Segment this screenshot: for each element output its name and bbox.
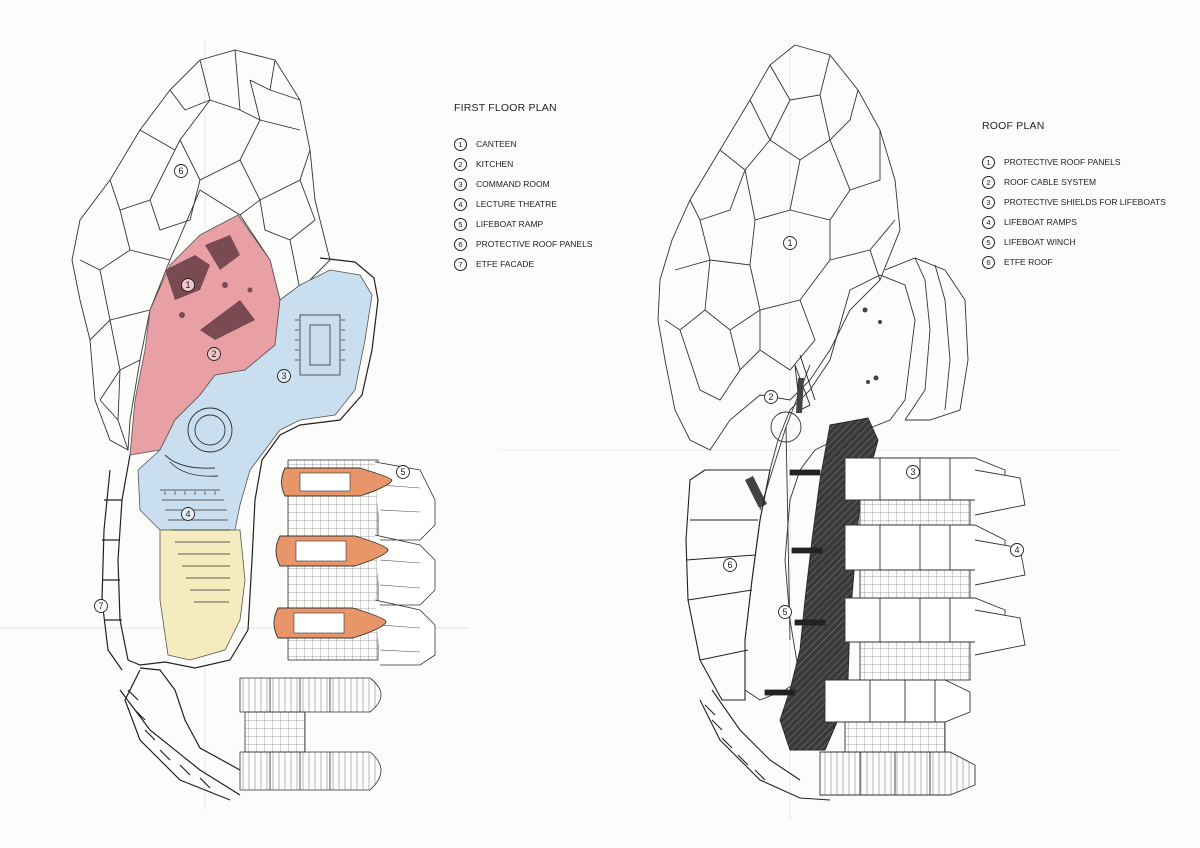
lifeboat-2 — [275, 535, 389, 567]
callout-ff-2: 2 — [207, 347, 221, 361]
callout-rp-1: 1 — [783, 236, 797, 250]
legend-item: 4 LECTURE THEATRE — [454, 194, 593, 214]
legend-label: COMMAND ROOM — [476, 179, 550, 189]
callout-rp-4: 4 — [1010, 543, 1024, 557]
legend-number: 1 — [982, 155, 995, 169]
legend-label: PROTECTIVE ROOF PANELS — [476, 239, 593, 249]
lower-lifeboat-shields — [239, 677, 382, 791]
roof-legend-list: 1 PROTECTIVE ROOF PANELS 2 ROOF CABLE SYST… — [982, 152, 1166, 272]
meeting-table — [295, 314, 345, 376]
lifeboat-shields — [819, 457, 1026, 796]
theatre-seating — [160, 489, 230, 603]
svg-text:4: 4 — [1014, 545, 1019, 555]
legend-number: 1 — [454, 137, 467, 151]
legend-item: 4 LIFEBOAT RAMPS — [982, 212, 1166, 232]
legend-label: ETFE FACADE — [476, 259, 535, 269]
roof-plan — [500, 40, 1120, 820]
legend-item: 2 ROOF CABLE SYSTEM — [982, 172, 1166, 192]
etfe-roof — [685, 469, 831, 801]
svg-text:3: 3 — [281, 371, 286, 381]
legend-label: LIFEBOAT RAMP — [476, 219, 544, 229]
roof-callouts: 1 2 3 4 5 6 — [723, 236, 1024, 619]
lecture-theatre-zone — [159, 529, 246, 661]
legend-label: KITCHEN — [476, 159, 514, 169]
svg-text:6: 6 — [178, 166, 183, 176]
legend-number: 3 — [982, 195, 995, 209]
legend-item: 3 PROTECTIVE SHIELDS FOR LIFEBOATS — [982, 192, 1166, 212]
legend-label: ROOF CABLE SYSTEM — [1004, 177, 1097, 187]
legend-label: ETFE ROOF — [1004, 257, 1053, 267]
legend-number: 5 — [982, 235, 995, 249]
roof-title: ROOF PLAN — [982, 120, 1045, 132]
callout-ff-3: 3 — [277, 369, 291, 383]
first-floor-title: FIRST FLOOR PLAN — [454, 102, 557, 114]
legend-number: 7 — [454, 257, 467, 271]
winch-points — [764, 469, 826, 696]
legend-number: 5 — [454, 217, 467, 231]
legend-label: LECTURE THEATRE — [476, 199, 557, 209]
svg-text:4: 4 — [185, 509, 190, 519]
svg-text:1: 1 — [185, 280, 190, 290]
callout-ff-6: 6 — [174, 164, 188, 178]
callout-ff-7: 7 — [94, 599, 108, 613]
svg-text:2: 2 — [768, 392, 773, 402]
svg-text:2: 2 — [211, 349, 216, 359]
lifeboat-3 — [273, 607, 387, 639]
legend-item: 6 PROTECTIVE ROOF PANELS — [454, 234, 593, 254]
first-floor-callouts: 6 1 2 3 4 5 7 — [94, 164, 410, 613]
svg-text:6: 6 — [727, 560, 732, 570]
roof-cable-fixings — [745, 307, 882, 508]
first-floor-legend-list: 1 CANTEEN 2 KITCHEN 3 COMMAND ROOM 4 LECTURE… — [454, 134, 593, 274]
legend-number: 4 — [454, 197, 467, 211]
callout-rp-5: 5 — [778, 605, 792, 619]
svg-text:3: 3 — [910, 467, 915, 477]
roof-panel-cluster-roof — [657, 44, 901, 451]
lifeboat-bays — [273, 459, 436, 666]
callout-rp-2: 2 — [764, 390, 778, 404]
svg-text:5: 5 — [782, 607, 787, 617]
legend-item: 2 KITCHEN — [454, 154, 593, 174]
legend-number: 2 — [982, 175, 995, 189]
legend-label: PROTECTIVE ROOF PANELS — [1004, 157, 1121, 167]
legend-item: 5 LIFEBOAT RAMP — [454, 214, 593, 234]
legend-number: 6 — [454, 237, 467, 251]
legend-label: CANTEEN — [476, 139, 517, 149]
legend-number: 6 — [982, 255, 995, 269]
legend-item: 1 CANTEEN — [454, 134, 593, 154]
legend-item: 3 COMMAND ROOM — [454, 174, 593, 194]
legend-label: LIFEBOAT RAMPS — [1004, 217, 1077, 227]
svg-text:5: 5 — [400, 467, 405, 477]
legend-number: 2 — [454, 157, 467, 171]
legend-item: 5 LIFEBOAT WINCH — [982, 232, 1166, 252]
svg-text:7: 7 — [98, 601, 103, 611]
callout-ff-1: 1 — [181, 278, 195, 292]
legend-item: 1 PROTECTIVE ROOF PANELS — [982, 152, 1166, 172]
legend-label: PROTECTIVE SHIELDS FOR LIFEBOATS — [1004, 197, 1166, 207]
stair-core — [164, 407, 233, 477]
canteen-furniture — [165, 235, 255, 340]
etfe-facade-hull — [101, 257, 379, 801]
command-room-zone — [137, 269, 373, 531]
legend-item: 6 ETFE ROOF — [982, 252, 1166, 272]
roof-legend: ROOF PLAN 1 PROTECTIVE ROOF PANELS 2 ROOF … — [982, 120, 1166, 272]
legend-number: 3 — [454, 177, 467, 191]
callout-rp-3: 3 — [906, 465, 920, 479]
callout-rp-6: 6 — [723, 558, 737, 572]
roof-panel-cluster — [71, 49, 331, 451]
callout-ff-5: 5 — [396, 465, 410, 479]
legend-item: 7 ETFE FACADE — [454, 254, 593, 274]
callout-ff-4: 4 — [181, 507, 195, 521]
legend-number: 4 — [982, 215, 995, 229]
legend-label: LIFEBOAT WINCH — [1004, 237, 1076, 247]
svg-text:1: 1 — [787, 238, 792, 248]
lifeboat-1 — [281, 467, 393, 497]
first-floor-legend: FIRST FLOOR PLAN 1 CANTEEN 2 KITCHEN 3 COMM… — [454, 102, 593, 274]
first-floor-plan — [0, 40, 470, 810]
rear-roof-shields — [884, 257, 969, 421]
